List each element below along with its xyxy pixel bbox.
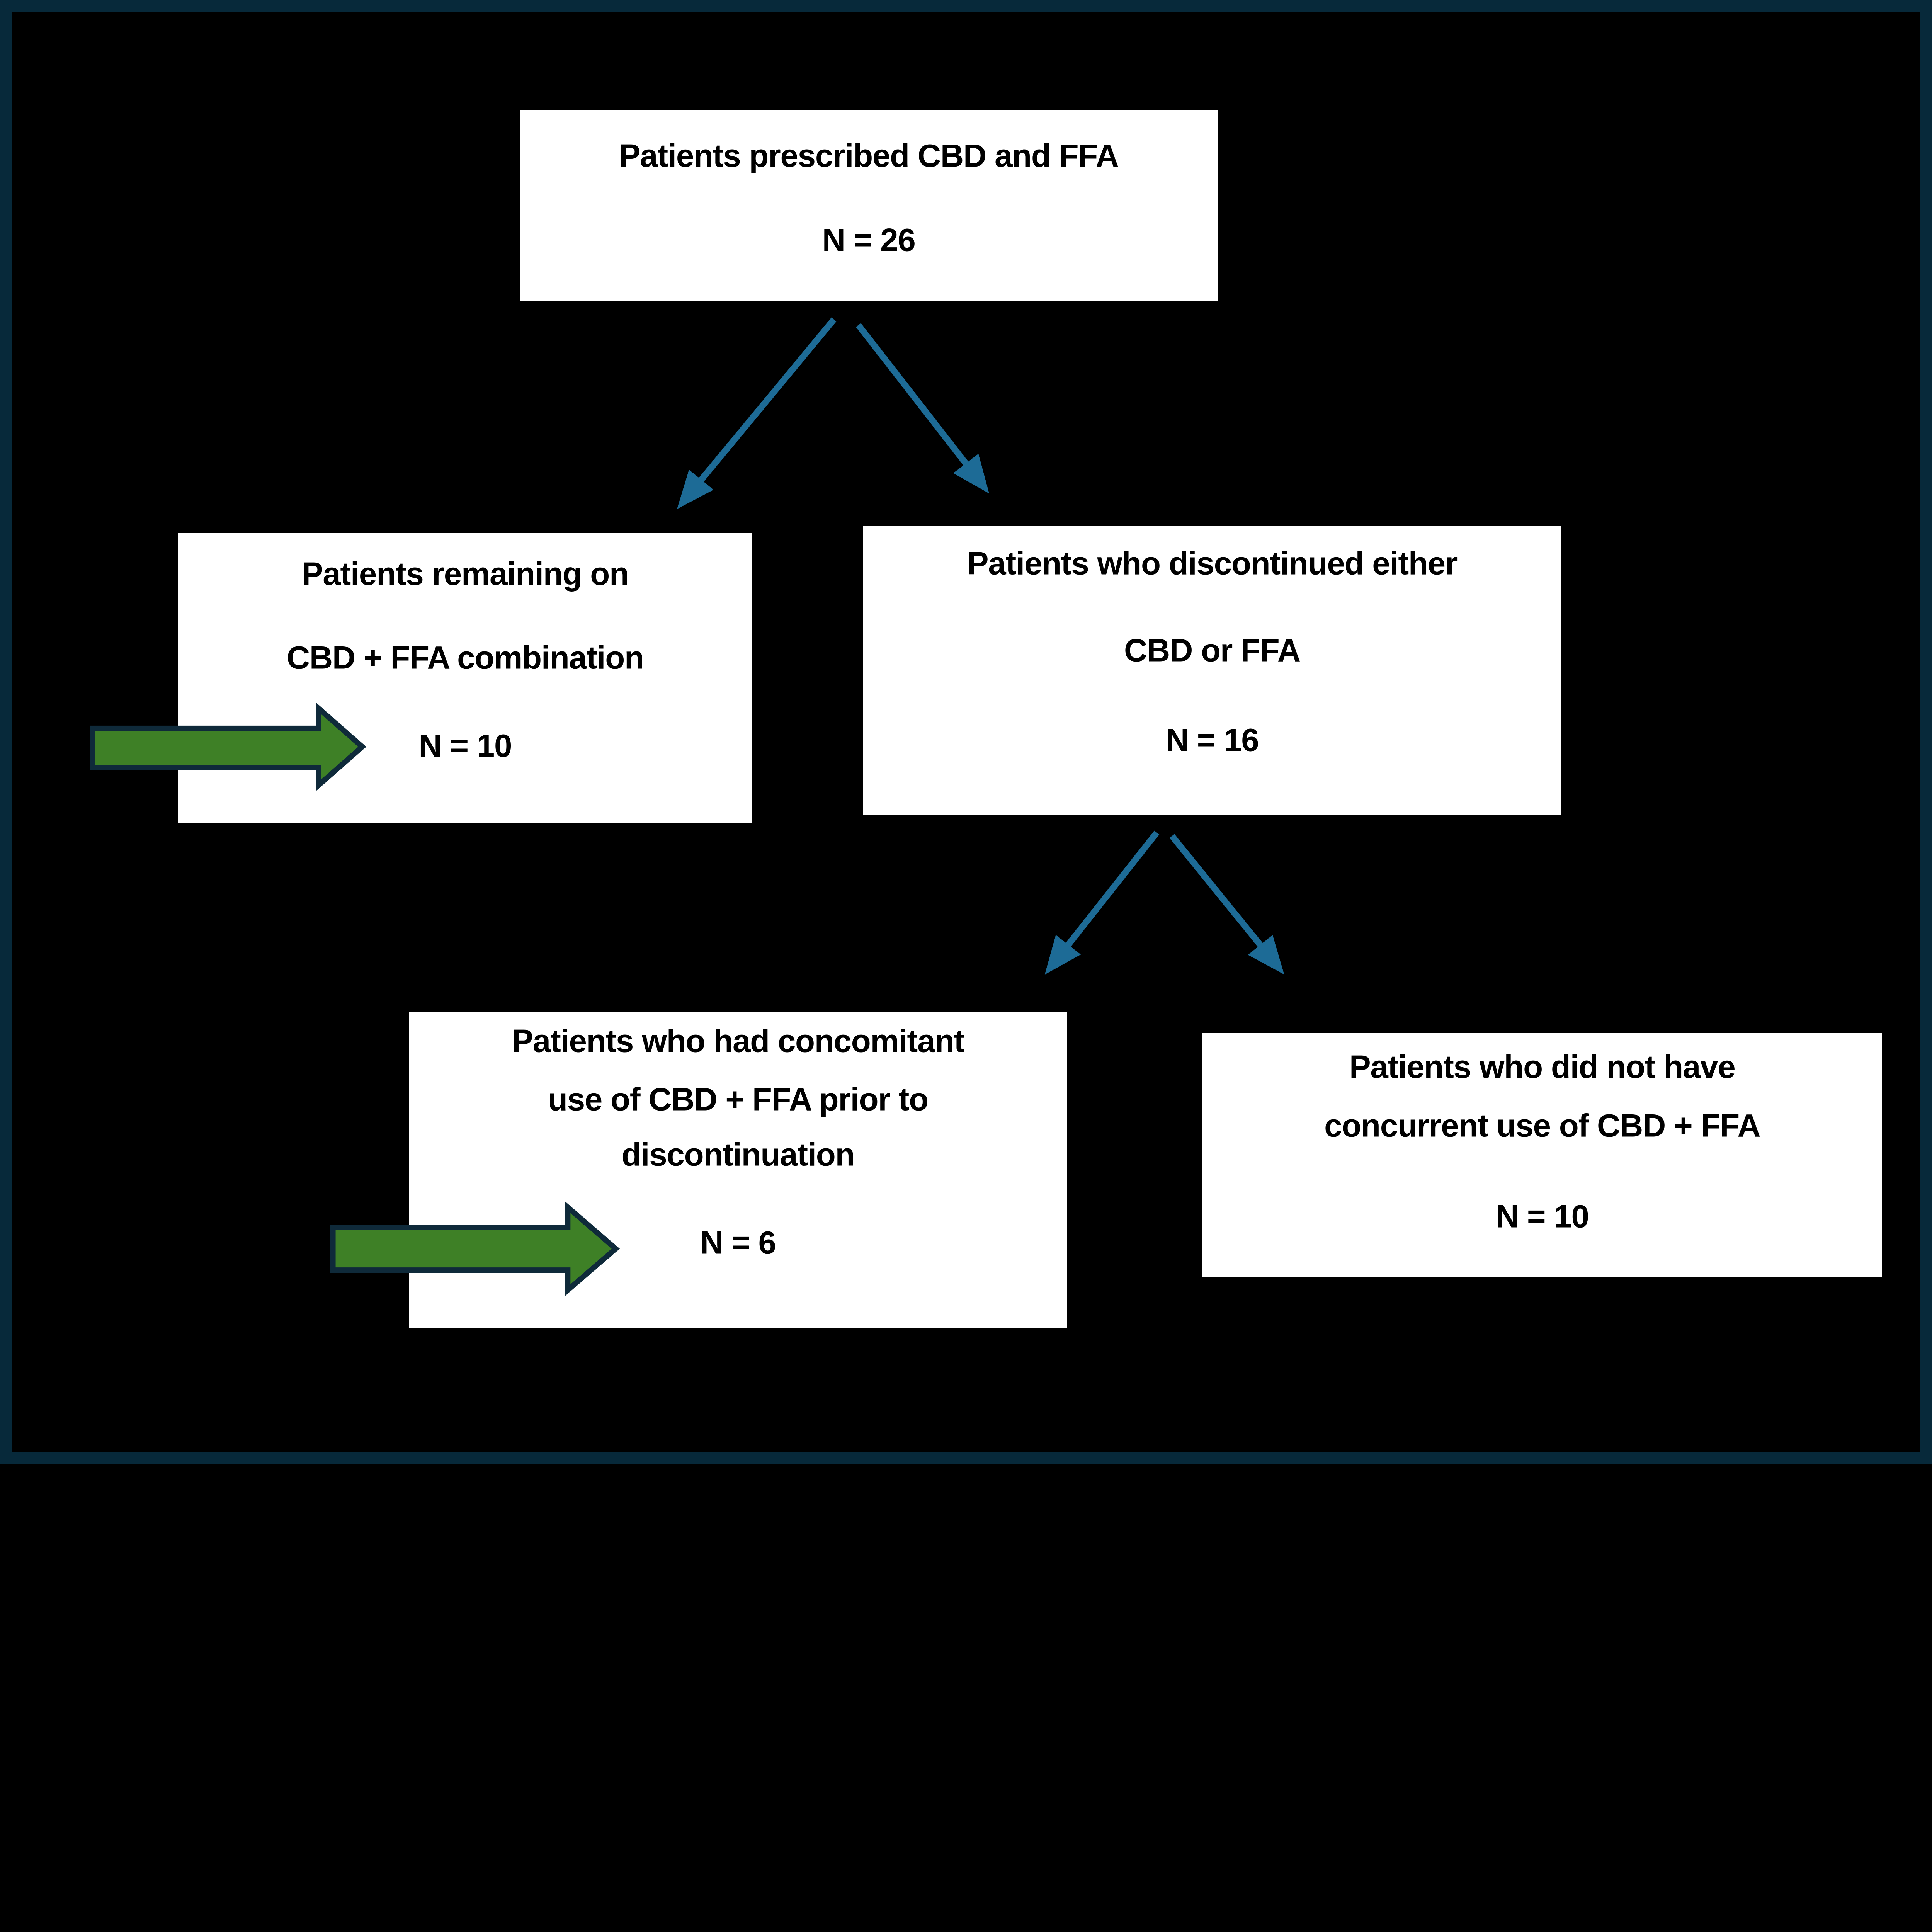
connector-root-to-remaining: [677, 317, 837, 509]
node-text-line: Patients who had concomitant: [512, 1022, 964, 1059]
node-text-line: Patients prescribed CBD and FFA: [619, 137, 1119, 174]
node-text-line: Patients who discontinued either: [967, 545, 1458, 582]
connector-root-to-discontinued: [855, 323, 989, 494]
node-text-line: CBD or FFA: [1124, 632, 1301, 668]
node-remaining-on-combination: Patients remaining on CBD + FFA combinat…: [178, 533, 752, 823]
count-label: N = 6: [700, 1224, 776, 1261]
node-text-line: concurrent use of CBD + FFA: [1324, 1107, 1761, 1144]
count-label: N = 26: [822, 221, 916, 258]
node-prescribed-cbd-ffa: Patients prescribed CBD and FFA N = 26: [519, 110, 1218, 301]
node-no-concurrent-use: Patients who did not have concurrent use…: [1202, 1032, 1882, 1277]
node-text-line: Patients remaining on: [301, 555, 629, 592]
count-label: N = 16: [1165, 721, 1259, 758]
node-text-line: CBD + FFA combination: [286, 639, 644, 675]
node-text-line: Patients who did not have: [1349, 1048, 1736, 1085]
node-concomitant-use-prior: Patients who had concomitant use of CBD …: [409, 1012, 1067, 1328]
connector-discontinued-to-concomitant: [1044, 830, 1160, 975]
count-label: N = 10: [1495, 1197, 1589, 1234]
node-discontinued-either: Patients who discontinued either CBD or …: [863, 526, 1561, 815]
node-text-line: use of CBD + FFA prior to: [548, 1081, 929, 1117]
count-label: N = 10: [418, 727, 512, 764]
flowchart-canvas: Patients prescribed CBD and FFA N = 26 P…: [0, 0, 1932, 1464]
connector-discontinued-to-no-concurrent: [1169, 834, 1284, 975]
node-text-line: discontinuation: [621, 1136, 855, 1172]
